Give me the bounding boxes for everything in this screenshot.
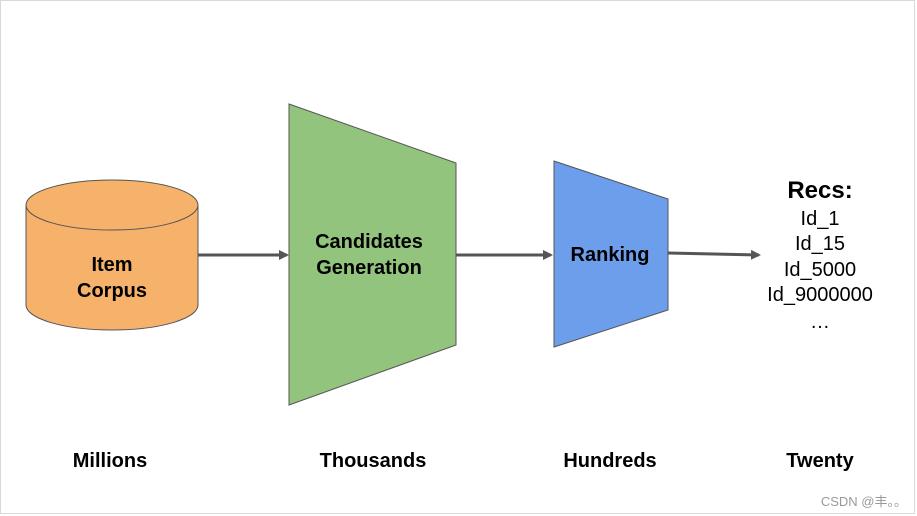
recs-item: Id_15 bbox=[795, 233, 845, 255]
recs-item: … bbox=[810, 311, 830, 333]
stage-label-twenty: Twenty bbox=[786, 450, 854, 472]
ranking-block: Ranking bbox=[553, 160, 669, 348]
stage-label-thousands: Thousands bbox=[319, 450, 427, 472]
recs-list: Recs: Id_1 Id_15 Id_5000 Id_9000000 … bbox=[767, 177, 873, 333]
stage-label-millions: Millions bbox=[72, 450, 148, 472]
candidates-label-line2: Generation bbox=[316, 257, 422, 279]
watermark: CSDN @丰。。 bbox=[820, 494, 907, 509]
candidates-generation-block: Candidates Generation bbox=[288, 103, 457, 406]
arrow-ranking-to-recs bbox=[667, 249, 761, 260]
item-corpus-cylinder: Item Corpus bbox=[25, 179, 199, 331]
recs-item: Id_9000000 bbox=[767, 284, 873, 306]
corpus-label-line1: Item bbox=[91, 254, 132, 276]
recs-item: Id_5000 bbox=[784, 259, 856, 281]
candidates-label-line1: Candidates bbox=[315, 231, 423, 253]
stage-label-hundreds: Hundreds bbox=[563, 450, 657, 472]
recs-item: Id_1 bbox=[801, 208, 840, 230]
recs-title: Recs: bbox=[787, 177, 852, 204]
corpus-label-line2: Corpus bbox=[77, 280, 147, 302]
ranking-label: Ranking bbox=[571, 244, 650, 266]
